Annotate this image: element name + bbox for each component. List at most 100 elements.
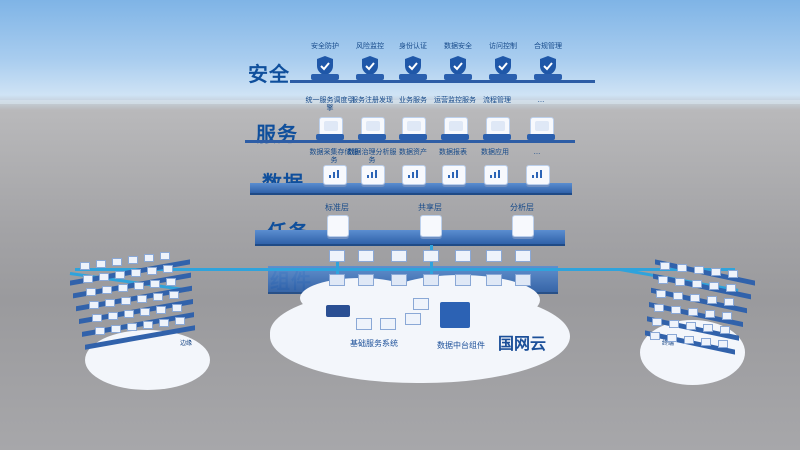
left-cluster-node[interactable] [137,295,147,303]
right-cluster-node[interactable] [652,318,662,326]
data-chart-icon[interactable] [526,165,550,185]
component-module-icon[interactable] [455,250,471,262]
component-submodule-icon[interactable] [358,274,374,286]
left-cluster-node[interactable] [83,275,93,283]
shield-icon[interactable] [493,55,513,77]
right-cluster-node[interactable] [692,280,702,288]
left-cluster-node[interactable] [169,291,179,299]
left-cluster-node[interactable] [128,256,138,264]
left-cluster-node[interactable] [102,286,112,294]
left-cluster-node[interactable] [156,306,166,314]
left-cluster-node[interactable] [124,310,134,318]
data-chart-icon[interactable] [323,165,347,185]
right-cluster-node[interactable] [711,268,721,276]
left-cluster-node[interactable] [92,314,102,322]
left-cluster-node[interactable] [108,312,118,320]
component-submodule-icon[interactable] [329,274,345,286]
data-chart-icon[interactable] [361,165,385,185]
security-item-base [311,74,339,80]
left-cluster-node[interactable] [143,321,153,329]
left-cluster-label: 边缘 [180,340,193,347]
left-cluster-node[interactable] [159,319,169,327]
component-module-icon[interactable] [423,250,439,262]
task-item-label: 共享层 [418,203,442,212]
right-cluster-node[interactable] [701,338,711,346]
right-cluster-node[interactable] [656,290,666,298]
component-submodule-icon[interactable] [455,274,471,286]
task-node-icon[interactable] [512,215,534,237]
task-node-icon[interactable] [420,215,442,237]
shield-icon[interactable] [315,55,335,77]
shield-icon[interactable] [538,55,558,77]
left-cluster-node[interactable] [118,284,128,292]
left-cluster-node[interactable] [140,308,150,316]
left-cluster-node[interactable] [121,297,131,305]
right-cluster-node[interactable] [654,304,664,312]
left-cluster-node[interactable] [86,288,96,296]
left-cluster-node[interactable] [147,267,157,275]
right-cluster-node[interactable] [669,320,679,328]
right-cluster-node[interactable] [707,296,717,304]
right-cluster-node[interactable] [658,276,668,284]
right-cluster-node[interactable] [675,278,685,286]
right-cluster-node[interactable] [709,282,719,290]
left-cluster-node[interactable] [111,325,121,333]
left-cluster-node[interactable] [127,323,137,331]
right-cluster-node[interactable] [684,336,694,344]
task-node-icon[interactable] [327,215,349,237]
left-cluster-node[interactable] [89,301,99,309]
data-chart-icon[interactable] [402,165,426,185]
right-cluster-node[interactable] [720,326,730,334]
right-cluster-node[interactable] [660,262,670,270]
right-cluster-node[interactable] [677,264,687,272]
shield-icon[interactable] [448,55,468,77]
data-chart-icon[interactable] [484,165,508,185]
right-cluster-node[interactable] [728,270,738,278]
right-cluster-node[interactable] [690,294,700,302]
right-cluster-node[interactable] [667,334,677,342]
component-submodule-icon[interactable] [391,274,407,286]
component-submodule-icon[interactable] [423,274,439,286]
right-cluster-node[interactable] [673,292,683,300]
right-cluster-node[interactable] [688,308,698,316]
left-cluster-node[interactable] [160,252,170,260]
component-module-icon[interactable] [486,250,502,262]
left-cluster-node[interactable] [134,282,144,290]
right-cluster-node[interactable] [694,266,704,274]
right-cluster-node[interactable] [724,298,734,306]
server-node-left [326,305,350,317]
left-cluster-node[interactable] [96,260,106,268]
shield-icon[interactable] [360,55,380,77]
left-cluster-node[interactable] [99,273,109,281]
left-cluster-node[interactable] [172,304,182,312]
component-submodule-icon[interactable] [486,274,502,286]
component-module-icon[interactable] [329,250,345,262]
right-cluster-node[interactable] [686,322,696,330]
shield-icon[interactable] [403,55,423,77]
right-cluster-node[interactable] [726,284,736,292]
data-chart-icon[interactable] [442,165,466,185]
left-cluster-node[interactable] [80,262,90,270]
component-module-icon[interactable] [391,250,407,262]
left-cluster-node[interactable] [163,265,173,273]
left-cluster-node[interactable] [153,293,163,301]
left-cluster-node[interactable] [144,254,154,262]
left-cluster-node[interactable] [95,327,105,335]
right-cluster-node[interactable] [650,332,660,340]
left-cluster-node[interactable] [105,299,115,307]
right-cluster-node[interactable] [671,306,681,314]
component-submodule-icon[interactable] [515,274,531,286]
right-cluster-node[interactable] [705,310,715,318]
component-module-icon[interactable] [358,250,374,262]
left-cluster-node[interactable] [115,271,125,279]
left-cluster-node[interactable] [131,269,141,277]
right-cluster-node[interactable] [722,312,732,320]
component-module-icon[interactable] [515,250,531,262]
left-cluster-node[interactable] [112,258,122,266]
right-cluster-node[interactable] [718,340,728,348]
left-cluster-node[interactable] [150,280,160,288]
left-cluster-node[interactable] [175,317,185,325]
right-cluster-node[interactable] [703,324,713,332]
left-cluster-node[interactable] [166,278,176,286]
service-item-label: 业务服务 [399,96,427,104]
